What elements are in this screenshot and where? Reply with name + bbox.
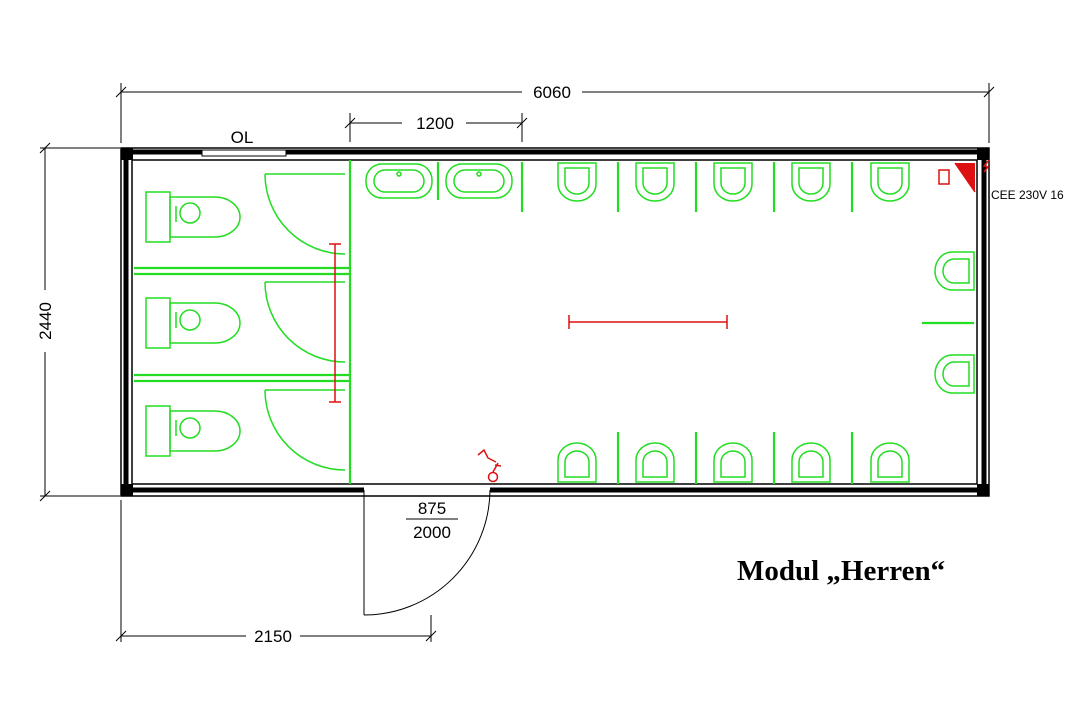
dimension-overall-length: 6060 — [115, 83, 995, 143]
wash-basins — [365, 162, 524, 212]
heater-center — [568, 315, 728, 329]
urinal-bottom-1 — [557, 442, 597, 483]
urinal-bottom-5 — [870, 442, 910, 483]
wash-basin-2 — [445, 163, 513, 199]
toilet-2 — [145, 297, 241, 349]
urinal-top-5 — [870, 162, 910, 202]
urinal-right-2 — [934, 354, 975, 394]
door-width-label: 875 — [418, 499, 446, 518]
urinal-bottom-3 — [713, 442, 753, 483]
urinal-top-4 — [791, 162, 831, 202]
urinal-top-3 — [713, 162, 753, 202]
urinals-bottom-row — [557, 432, 910, 484]
window-ol: OL — [201, 128, 287, 157]
urinal-top-2 — [635, 162, 675, 202]
door-height-label: 2000 — [413, 523, 451, 542]
light-switch — [477, 448, 502, 483]
cubicle-door-3 — [264, 389, 346, 471]
urinal-top-1 — [557, 162, 597, 202]
urinals-top-row — [557, 162, 910, 212]
heater-left — [329, 243, 341, 403]
door-offset-label: 2150 — [254, 627, 292, 646]
urinals-right-wall — [922, 251, 975, 394]
module-title: Modul „Herren“ — [737, 555, 945, 587]
window-ol-label: OL — [231, 128, 254, 147]
toilet-1 — [145, 191, 241, 243]
urinal-bottom-2 — [635, 442, 675, 483]
dimension-overall-width: 2440 — [36, 142, 120, 502]
cubicle-door-2 — [264, 281, 346, 363]
toilet-3 — [145, 405, 241, 457]
basin-spacing-label: 1200 — [416, 114, 454, 133]
power-connection-label: CEE 230V 16 — [991, 188, 1064, 202]
outer-walls — [120, 147, 990, 497]
urinal-right-1 — [934, 251, 975, 291]
toilet-cubicles — [134, 160, 352, 484]
dimension-basin-spacing: 1200 — [344, 113, 528, 142]
entrance-door: 875 2000 — [363, 489, 491, 616]
urinal-bottom-4 — [791, 442, 831, 483]
cubicle-door-1 — [264, 173, 346, 255]
overall-width-label: 2440 — [36, 302, 55, 340]
power-connection: CEE 230V 16 — [938, 159, 1064, 202]
wash-basin-1 — [365, 163, 433, 199]
dimension-door-offset: 2150 — [115, 500, 437, 646]
overall-length-label: 6060 — [533, 83, 571, 102]
